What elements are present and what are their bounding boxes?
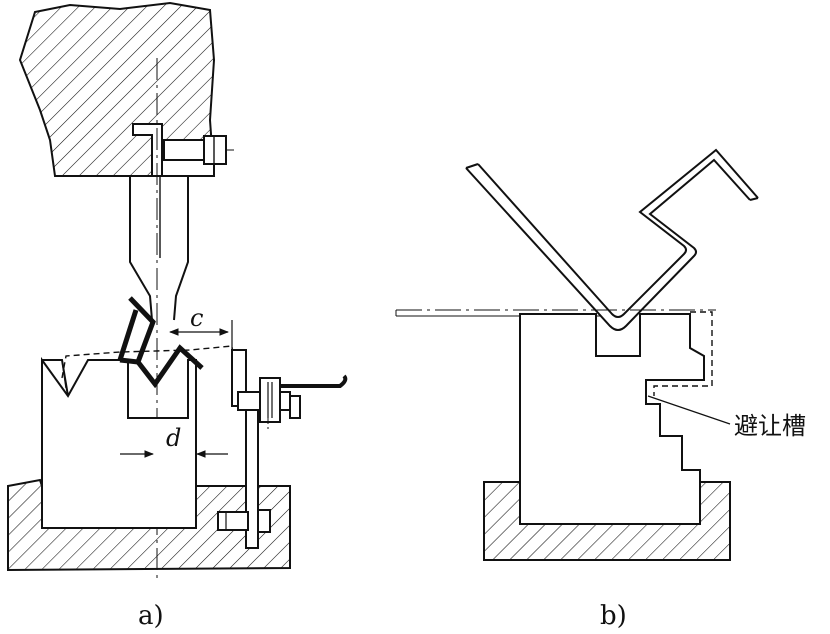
upper-ram-hatched (18, 1, 216, 177)
caption-a: a) (138, 601, 164, 631)
punch-shank (129, 176, 189, 321)
panel-a (7, 1, 348, 578)
relief-groove-label: 避让槽 (734, 412, 806, 440)
workpiece-bent-b-inner (477, 148, 759, 318)
punch-clamp-slot (132, 123, 163, 177)
dim-d-label: d (166, 424, 181, 452)
relief-leader (647, 395, 731, 425)
workpiece-bent-a (128, 296, 204, 389)
lower-die-b (519, 313, 705, 525)
caption-b: b) (600, 601, 627, 631)
clamp-bolt (163, 135, 236, 165)
panel-b (395, 148, 759, 561)
dim-c-label: c (190, 304, 203, 332)
dim-c (169, 320, 233, 350)
workpiece-bent-b-outer (465, 158, 751, 331)
relief-groove-dashed (653, 311, 713, 396)
base-bolt (217, 509, 271, 533)
